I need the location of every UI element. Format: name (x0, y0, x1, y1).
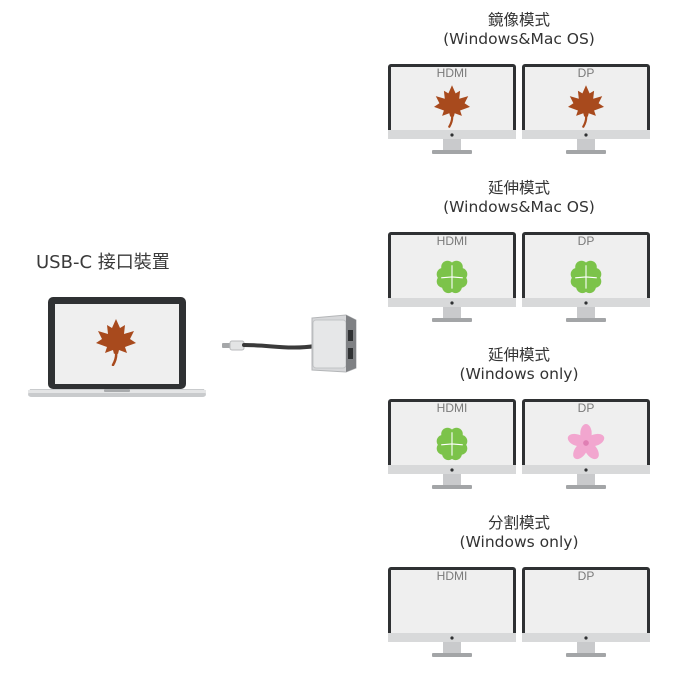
mode-title-mirror: 鏡像模式 (Windows&Mac OS) (385, 11, 653, 49)
port-label: DP (577, 401, 595, 415)
mode-os: (Windows&Mac OS) (443, 198, 595, 216)
usb-c-adapter-icon (222, 314, 357, 373)
mode-title-extend-win: 延伸模式 (Windows only) (385, 346, 653, 384)
mode-name: 分割模式 (487, 514, 550, 532)
port-label: DP (577, 569, 595, 583)
mode-name: 延伸模式 (487, 346, 550, 364)
monitor-hdmi: HDMI (388, 567, 516, 659)
monitor-dp: DP (522, 64, 650, 156)
mode-title-split: 分割模式 (Windows only) (385, 514, 653, 552)
monitor-dp: DP (522, 399, 650, 491)
mode-name: 鏡像模式 (487, 11, 550, 29)
mode-os: (Windows&Mac OS) (443, 30, 595, 48)
port-label: DP (577, 234, 595, 248)
monitor-dp: DP (522, 567, 650, 659)
port-label: HDMI (436, 66, 468, 80)
mode-title-extend-mac: 延伸模式 (Windows&Mac OS) (385, 179, 653, 217)
mode-name: 延伸模式 (487, 179, 550, 197)
port-label: HDMI (436, 401, 468, 415)
monitor-hdmi: HDMI (388, 232, 516, 324)
mode-os: (Windows only) (459, 533, 579, 551)
port-label: HDMI (436, 234, 468, 248)
monitor-dp: DP (522, 232, 650, 324)
monitor-hdmi: HDMI (388, 64, 516, 156)
port-label: DP (577, 66, 595, 80)
mode-os: (Windows only) (459, 365, 579, 383)
monitor-hdmi: HDMI (388, 399, 516, 491)
port-label: HDMI (436, 569, 468, 583)
laptop-icon (28, 297, 206, 397)
source-device-label: USB-C 接口裝置 (36, 252, 170, 273)
